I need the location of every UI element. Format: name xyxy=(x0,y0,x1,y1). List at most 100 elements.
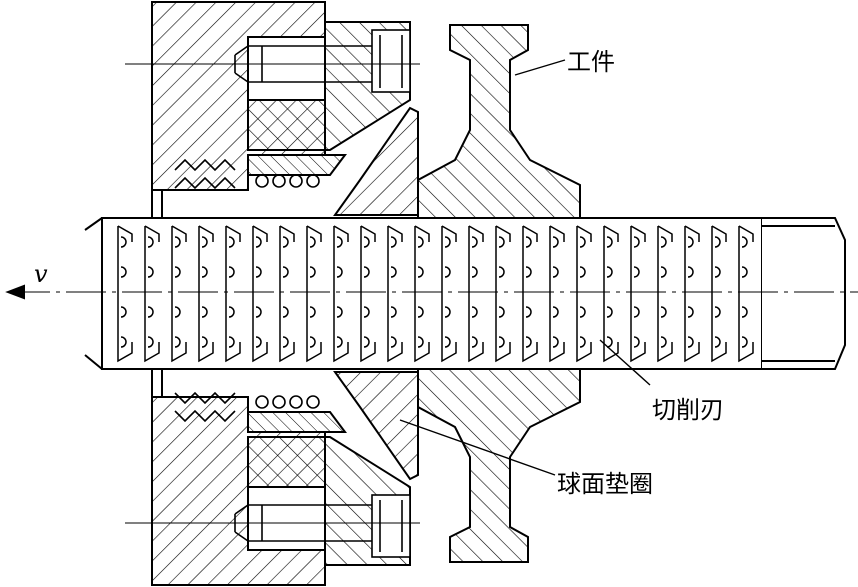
chip-breaker xyxy=(660,306,667,318)
chip-breaker xyxy=(282,336,289,348)
chip-breaker xyxy=(498,266,505,278)
broach-tooth xyxy=(684,225,700,363)
broach-tooth xyxy=(630,225,646,363)
chip-breaker xyxy=(282,306,289,318)
broach-tooth xyxy=(333,225,349,363)
chip-breaker xyxy=(579,236,586,248)
chip-breaker xyxy=(174,336,181,348)
chip-breaker xyxy=(633,336,640,348)
broach-tooth xyxy=(279,225,295,363)
chip-breaker xyxy=(336,306,343,318)
chip-breaker xyxy=(228,336,235,348)
chip-breaker xyxy=(255,236,262,248)
broach-tooth xyxy=(522,225,538,363)
broach-tooth xyxy=(711,225,727,363)
broach-tooth xyxy=(360,225,376,363)
chip-breaker xyxy=(471,266,478,278)
chip-breaker xyxy=(282,236,289,248)
chip-breaker xyxy=(660,266,667,278)
leader-workpiece xyxy=(514,59,566,76)
chip-breaker xyxy=(552,336,559,348)
label-spherical-washer: 球面垫圈 xyxy=(557,470,653,498)
broach-tooth xyxy=(576,225,592,363)
broach-tooth xyxy=(225,225,241,363)
chip-breaker xyxy=(228,306,235,318)
chip-breaker xyxy=(228,266,235,278)
chip-breaker xyxy=(228,236,235,248)
chip-breaker xyxy=(417,336,424,348)
chip-breaker xyxy=(309,336,316,348)
chip-breaker xyxy=(174,266,181,278)
chip-breaker xyxy=(606,306,613,318)
chip-breaker xyxy=(309,266,316,278)
chip-breaker xyxy=(147,236,154,248)
broach-teeth xyxy=(117,225,754,363)
spring-bottom xyxy=(174,391,320,423)
chip-breaker xyxy=(633,306,640,318)
broach-tooth xyxy=(117,225,133,363)
leader-spherical-washer xyxy=(399,419,556,476)
broach-tooth xyxy=(252,225,268,363)
chip-breaker xyxy=(471,336,478,348)
chip-breaker xyxy=(741,306,748,318)
chip-breaker xyxy=(417,236,424,248)
chip-breaker xyxy=(579,306,586,318)
chip-breaker xyxy=(255,336,262,348)
chip-breaker xyxy=(417,306,424,318)
chip-breaker xyxy=(363,236,370,248)
chip-breaker xyxy=(336,236,343,248)
chip-breaker xyxy=(309,236,316,248)
spring-top xyxy=(174,158,320,190)
chip-breaker xyxy=(525,236,532,248)
broach-tooth xyxy=(468,225,484,363)
chip-breaker xyxy=(687,236,694,248)
broach-tooth xyxy=(603,225,619,363)
chip-breaker xyxy=(174,306,181,318)
chip-breaker xyxy=(687,306,694,318)
chip-breaker xyxy=(606,266,613,278)
chip-breaker xyxy=(660,236,667,248)
chip-breaker xyxy=(147,266,154,278)
broach-tooth xyxy=(171,225,187,363)
chip-breaker xyxy=(579,266,586,278)
label-workpiece: 工件 xyxy=(567,48,615,76)
chip-breaker xyxy=(525,266,532,278)
velocity-arrow-head xyxy=(5,284,25,300)
chip-breaker xyxy=(498,336,505,348)
label-velocity: v xyxy=(34,260,48,288)
chip-breaker xyxy=(660,336,667,348)
chip-breaker xyxy=(201,336,208,348)
chip-breaker xyxy=(606,236,613,248)
chip-breaker xyxy=(390,306,397,318)
chip-breaker xyxy=(741,336,748,348)
chip-breaker xyxy=(741,266,748,278)
chip-breaker xyxy=(498,236,505,248)
broach-tooth xyxy=(414,225,430,363)
chip-breaker xyxy=(714,236,721,248)
chip-breaker xyxy=(201,266,208,278)
chip-breaker xyxy=(552,266,559,278)
broach-tooth xyxy=(738,225,754,363)
chip-breaker xyxy=(363,306,370,318)
chip-breaker xyxy=(120,236,127,248)
broach-tooth xyxy=(441,225,457,363)
broach-tooth xyxy=(657,225,673,363)
bolt-top xyxy=(234,29,411,93)
chip-breaker xyxy=(336,336,343,348)
broach-tooth xyxy=(387,225,403,363)
chip-breaker xyxy=(741,236,748,248)
broach-tooth xyxy=(144,225,160,363)
chip-breaker xyxy=(525,306,532,318)
chip-breaker xyxy=(714,336,721,348)
chip-breaker xyxy=(444,266,451,278)
broach-tooth xyxy=(198,225,214,363)
bolt-bottom xyxy=(234,494,411,558)
broach-tooth xyxy=(306,225,322,363)
broach-tooth xyxy=(495,225,511,363)
chip-breaker xyxy=(714,266,721,278)
chip-breaker xyxy=(552,306,559,318)
chip-breaker xyxy=(309,306,316,318)
chip-breaker xyxy=(687,336,694,348)
chip-breaker xyxy=(174,236,181,248)
chip-breaker xyxy=(201,236,208,248)
